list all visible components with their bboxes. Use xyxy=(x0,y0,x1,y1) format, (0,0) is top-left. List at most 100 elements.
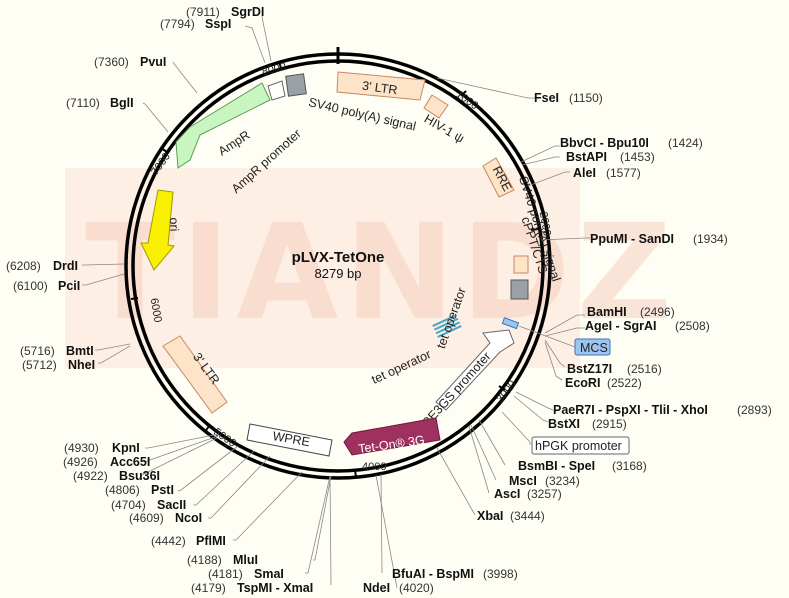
site-name: Bsu36I xyxy=(119,469,160,483)
tick-1000 xyxy=(460,90,467,97)
site-pos: (4179) xyxy=(191,581,226,595)
site-name: KpnI xyxy=(112,441,140,455)
feature-ori xyxy=(140,189,175,271)
tick-4000 xyxy=(354,469,357,478)
site-bmti: (5716) BmtI xyxy=(20,344,94,358)
site-pos: (3257) xyxy=(527,487,562,501)
tick-7000 xyxy=(160,147,168,153)
tick-5000 xyxy=(204,425,210,433)
feature-label-wpre: WPRE xyxy=(272,429,311,449)
site-name: PvuI xyxy=(140,55,166,69)
site-pos: (1577) xyxy=(606,166,641,180)
site-pos: (6100) xyxy=(13,279,48,293)
site-agei-sgrai: AgeI - SgrAI (2508) xyxy=(585,319,710,333)
site-pos: (2508) xyxy=(675,319,710,333)
tick-label-6000: 6000 xyxy=(148,297,164,323)
site-pos: (4930) xyxy=(64,441,99,455)
site-name: NdeI xyxy=(363,581,390,595)
tick-6000 xyxy=(130,297,139,300)
site-acc65i: (4926) Acc65I xyxy=(63,455,150,469)
site-pos: (7360) xyxy=(94,55,129,69)
site-drdi: (6208) DrdI xyxy=(6,259,78,273)
feature-label-ori: ori xyxy=(167,217,181,231)
site-pos: (4926) xyxy=(63,455,98,469)
site-pos: (1150) xyxy=(569,91,603,105)
feature-ampr-promoter xyxy=(267,80,286,101)
feature-ampr xyxy=(175,82,271,169)
site-pos: (1424) xyxy=(668,136,703,150)
site-pos: (4188) xyxy=(187,553,222,567)
site-pos: (2915) xyxy=(592,417,627,431)
site-bsu36i: (4922) Bsu36I xyxy=(73,469,160,483)
site-pos: (3444) xyxy=(510,509,545,523)
mcs-leader xyxy=(518,325,576,348)
site-pos: (4181) xyxy=(208,567,243,581)
site-name: MscI xyxy=(509,474,537,488)
mcs-badge-label: MCS xyxy=(580,341,608,355)
site-bgli: (7110) BglI xyxy=(66,96,134,110)
plasmid-name: pLVX-TetOne xyxy=(292,249,385,266)
site-pos: (2893) xyxy=(737,403,772,417)
site-bamhi: BamHI (2496) xyxy=(587,305,675,319)
site-name: MluI xyxy=(233,553,258,567)
site-pos: (1453) xyxy=(620,150,655,164)
site-name: NheI xyxy=(68,358,95,372)
site-tspmi-xmai: (4179) TspMI - XmaI xyxy=(191,581,313,595)
site-name: BbvCI - Bpu10I xyxy=(560,136,649,150)
hpgk-badge xyxy=(531,436,630,455)
site-pos: (4020) xyxy=(399,581,434,595)
feature-hiv1-psi xyxy=(423,94,449,119)
site-mlui: (4188) MluI xyxy=(187,553,258,567)
site-leaders xyxy=(82,15,590,589)
site-name: BstAPI xyxy=(566,150,607,164)
feature-teton xyxy=(343,417,441,456)
tick-label-2000: 2000 xyxy=(537,211,553,237)
site-pos: (1934) xyxy=(693,232,728,246)
tick-2000 xyxy=(530,228,539,231)
site-bbvci-bpu10i: BbvCI - Bpu10I (1424) xyxy=(560,136,703,150)
site-name: SmaI xyxy=(254,567,284,581)
site-paer7i-pspxi-tlii-xhoi: PaeR7I - PspXI - TliI - XhoI (2893) xyxy=(553,403,772,417)
site-pos: (3168) xyxy=(612,459,647,473)
feature-label-sv40-top: SV40 poly(A) signal xyxy=(307,95,417,133)
site-fsei: FseI (1150) xyxy=(534,91,603,105)
site-name: DrdI xyxy=(53,259,78,273)
site-pcii: (6100) PciI xyxy=(13,279,80,293)
site-bsmbi-spei: BsmBI - SpeI (3168) xyxy=(518,459,647,473)
feature-3ltr-left xyxy=(162,335,228,414)
site-alei: AleI (1577) xyxy=(573,166,641,180)
site-pos: (2496) xyxy=(640,305,675,319)
feature-mcs-box xyxy=(501,317,520,330)
site-xbai: XbaI (3444) xyxy=(477,509,545,523)
site-ndei: NdeI (4020) xyxy=(363,581,434,595)
site-pvui: (7360) PvuI xyxy=(94,55,166,69)
watermark-text: TIANDZ xyxy=(85,196,678,350)
site-name: BsmBI - SpeI xyxy=(518,459,595,473)
site-nhei: (5712) NheI xyxy=(22,358,95,372)
site-ncoi: (4609) NcoI xyxy=(129,511,202,525)
site-asci: AscI (3257) xyxy=(494,487,562,501)
site-name: SspI xyxy=(205,17,231,31)
tick-label-8000: 8000 xyxy=(261,61,288,79)
site-name: PpuMI - SanDI xyxy=(590,232,674,246)
site-ppumi-sandi: PpuMI - SanDI (1934) xyxy=(590,232,728,246)
feature-tet-operators xyxy=(432,314,462,338)
site-smai: (4181) SmaI xyxy=(208,567,284,581)
feature-sv40-right xyxy=(510,279,529,300)
feature-tre3gs xyxy=(435,329,515,411)
site-pos: (2516) xyxy=(627,362,662,376)
site-name: NcoI xyxy=(175,511,202,525)
feature-wpre xyxy=(246,423,333,457)
site-pflmi: (4442) PflMI xyxy=(151,534,226,548)
site-name: FseI xyxy=(534,91,559,105)
site-msci: MscI (3234) xyxy=(509,474,580,488)
site-name: BmtI xyxy=(66,344,94,358)
site-name: AleI xyxy=(573,166,596,180)
site-name: AscI xyxy=(494,487,520,501)
site-psti: (4806) PstI xyxy=(105,483,174,497)
site-bstz17i: BstZ17I (2516) xyxy=(567,362,662,376)
feature-label-ampr: AmpR xyxy=(216,128,253,159)
site-pos: (4704) xyxy=(111,498,146,512)
